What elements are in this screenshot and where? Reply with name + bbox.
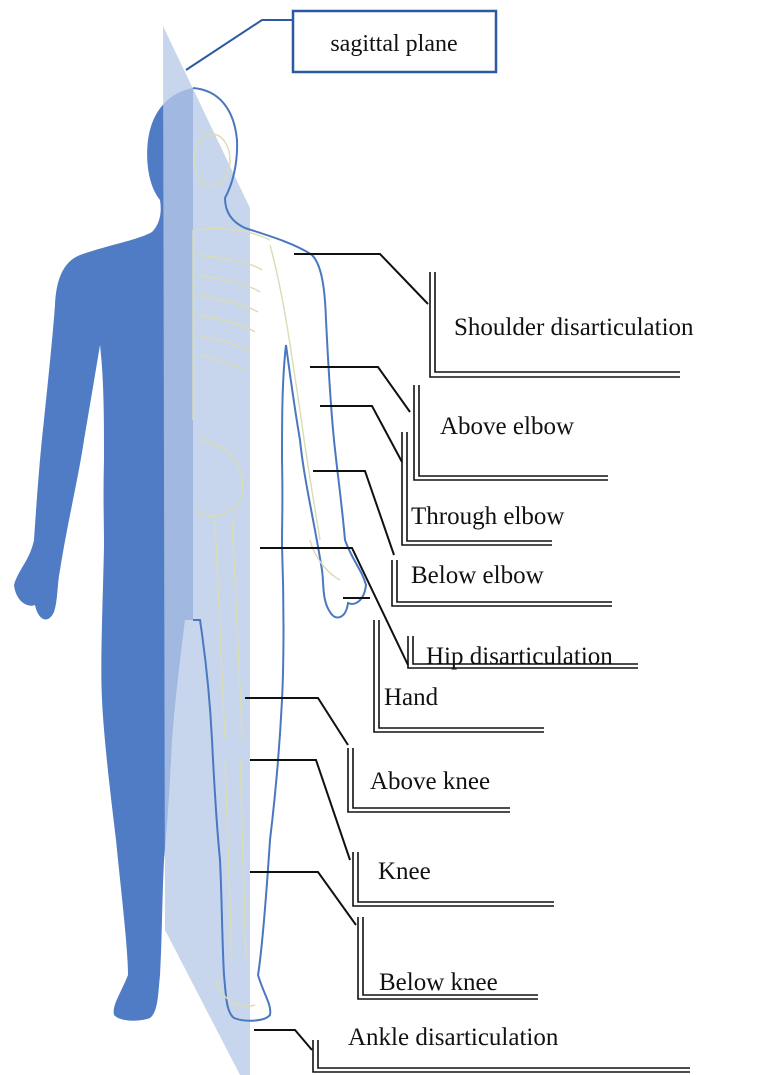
label-hip-disarticulation: Hip disarticulation <box>426 643 613 670</box>
label-through-elbow: Through elbow <box>411 503 564 530</box>
label-below-elbow: Below elbow <box>411 562 544 589</box>
label-shoulder-disarticulation: Shoulder disarticulation <box>454 314 694 341</box>
leader-line <box>254 1030 312 1050</box>
label-bracket <box>374 620 544 732</box>
leader-line <box>313 471 394 555</box>
label-knee: Knee <box>378 858 431 885</box>
leader-line <box>294 254 428 304</box>
sagittal-plane <box>163 26 250 1075</box>
label-above-knee: Above knee <box>370 768 490 795</box>
leader-line <box>250 760 350 860</box>
label-ankle-disarticulation: Ankle disarticulation <box>348 1024 559 1051</box>
amputation-level-labels: Shoulder disarticulation Above elbow Thr… <box>348 314 694 1051</box>
leader-lines <box>245 254 428 1050</box>
title-label: sagittal plane <box>330 31 457 57</box>
label-below-knee: Below knee <box>379 969 498 996</box>
title-leader-line <box>186 20 296 70</box>
label-hand: Hand <box>384 684 439 711</box>
leader-line <box>245 698 348 745</box>
label-brackets <box>313 272 690 1072</box>
label-above-elbow: Above elbow <box>440 413 574 440</box>
